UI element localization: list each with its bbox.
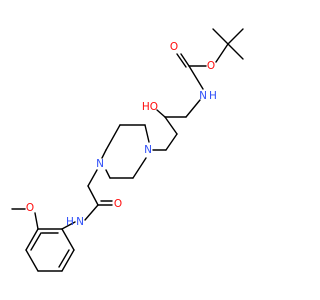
atom-o-amide: O [114, 198, 122, 210]
atom-o-methoxy: O [26, 202, 34, 214]
bond [212, 28, 229, 45]
bond [165, 133, 178, 151]
bond [176, 53, 187, 68]
bond [25, 228, 39, 251]
atom-n-piperazine-left: N [96, 158, 104, 170]
bond [105, 169, 111, 179]
structure-svg: O O N H HO N N O H N O [11, 28, 244, 272]
atom-n-piperazine-right: N [144, 144, 152, 156]
molecule-diagram: O O N H HO N N O H N O [11, 28, 244, 272]
bond [61, 221, 76, 230]
bond [215, 43, 229, 63]
bond [61, 249, 75, 272]
bond [25, 249, 39, 272]
bond [188, 65, 204, 90]
bond [227, 43, 244, 60]
bond [61, 228, 75, 251]
bond [58, 249, 70, 268]
bond [101, 149, 107, 159]
bond [34, 212, 39, 230]
bond [164, 116, 178, 135]
bond [132, 157, 147, 179]
atom-n-carbamate: N [199, 90, 207, 102]
bond [144, 124, 150, 143]
bond [227, 28, 244, 45]
bond [180, 53, 190, 67]
atom-o-carbonyl: O [170, 41, 178, 53]
bond [84, 204, 99, 221]
atom-o-ester: O [207, 60, 215, 72]
bond [30, 232, 42, 251]
bonds [11, 28, 244, 272]
atom-n-amide: N [76, 216, 84, 228]
atom-oh: HO [142, 101, 158, 113]
bond [87, 185, 99, 206]
bond [105, 124, 121, 151]
bond [185, 99, 201, 118]
atom-h-carbamate: H [209, 90, 217, 102]
atom-labels: O O N H HO N N O H N O [26, 41, 217, 228]
bond [156, 109, 166, 118]
bond [87, 169, 98, 187]
atom-h-amide: H [66, 216, 74, 228]
